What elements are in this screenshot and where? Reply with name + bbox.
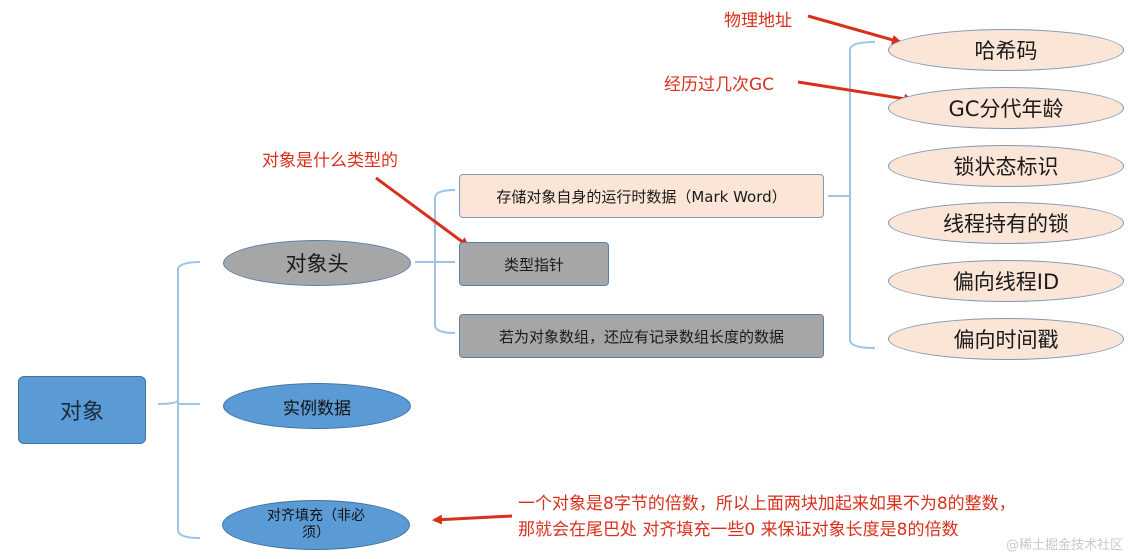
- annotation-physical-address: 物理地址: [724, 11, 792, 31]
- annotation-object-type: 对象是什么类型的: [262, 151, 398, 171]
- arrow-padding-note: [432, 514, 513, 525]
- header-brace: [415, 189, 456, 334]
- mark-word-node: 存储对象自身的运行时数据（Mark Word）: [459, 174, 824, 218]
- arrow-gc-count: [797, 80, 914, 104]
- instance-data-node: 实例数据: [223, 383, 411, 429]
- lock-state-node: 锁状态标识: [888, 145, 1124, 187]
- arrow-physical-address: [807, 14, 902, 45]
- markword-brace: [828, 41, 876, 349]
- biased-thread-id-node: 偏向线程ID: [888, 260, 1124, 302]
- annotation-padding-line2: 那就会在尾巴处 对齐填充一些0 来保证对象长度是8的倍数: [518, 520, 959, 540]
- gc-age-node: GC分代年龄: [888, 87, 1124, 129]
- biased-timestamp-node: 偏向时间戳: [888, 318, 1124, 360]
- annotation-gc-count: 经历过几次GC: [664, 75, 775, 95]
- root-object-node: 对象: [18, 376, 146, 444]
- object-header-node: 对象头: [223, 240, 411, 286]
- padding-node: 对齐填充（非必须）: [222, 500, 410, 550]
- array-length-node: 若为对象数组，还应有记录数组长度的数据: [459, 314, 824, 358]
- hash-code-node: 哈希码: [888, 29, 1124, 71]
- root-brace: [157, 261, 201, 539]
- annotation-padding-line1: 一个对象是8字节的倍数，所以上面两块加起来如果不为8的整数，: [518, 494, 1016, 514]
- thread-lock-node: 线程持有的锁: [888, 202, 1124, 244]
- arrow-object-type: [375, 176, 470, 248]
- watermark: @稀土掘金技术社区: [1005, 538, 1123, 553]
- type-pointer-node: 类型指针: [459, 242, 609, 286]
